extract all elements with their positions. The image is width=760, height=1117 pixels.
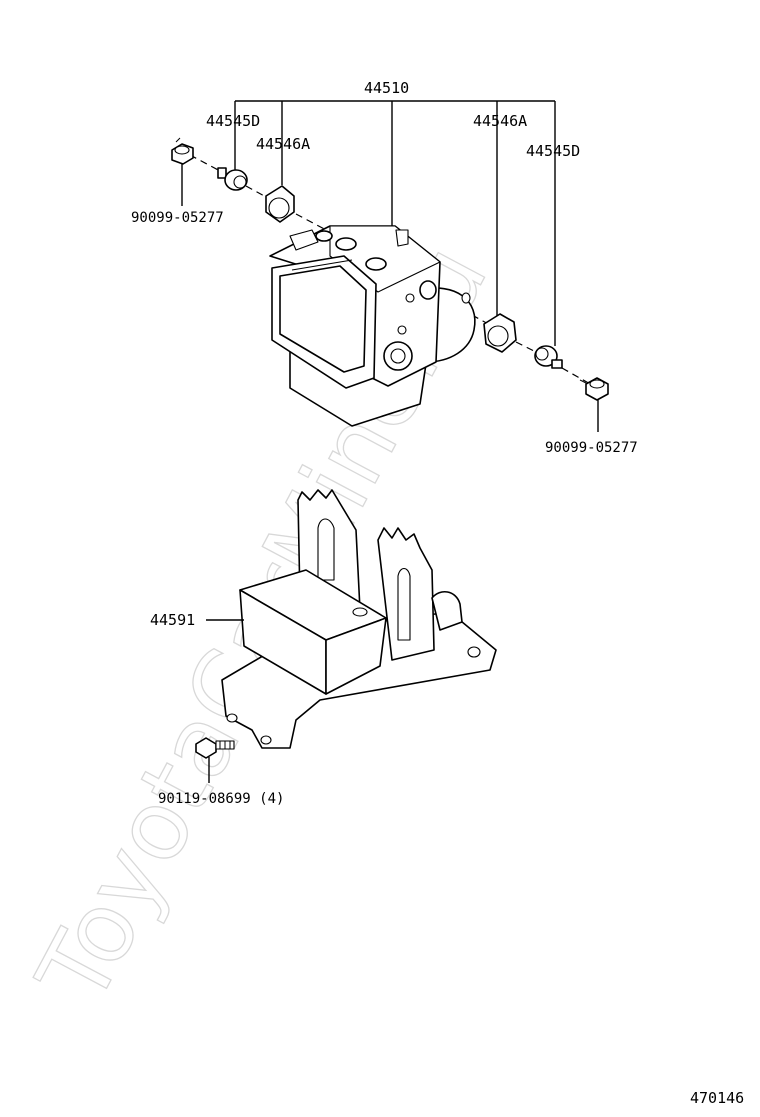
- label-44545d-left: 44545D: [206, 112, 260, 130]
- actuator-bracket: [221, 489, 497, 749]
- label-44546a-right: 44546A: [473, 112, 527, 130]
- assembly-axis-lines: [189, 154, 593, 386]
- label-44591: 44591: [150, 611, 195, 629]
- label-44545d-right: 44545D: [526, 142, 580, 160]
- label-90099-05277-left: 90099-05277: [131, 210, 224, 226]
- flange-bolt-right: [579, 377, 609, 401]
- flange-bolt-left: [171, 137, 194, 165]
- abs-actuator: [269, 225, 476, 427]
- label-44546a-left: 44546A: [256, 135, 310, 153]
- bushing-left: [217, 167, 248, 191]
- label-90119-08699: 90119-08699 (4): [158, 791, 284, 807]
- spacer-left: [265, 185, 295, 223]
- callout-tree-bottom: [206, 619, 244, 783]
- bushing-right: [534, 345, 563, 369]
- spacer-right: [483, 313, 517, 353]
- bracket-bolt: [195, 737, 235, 759]
- label-90099-05277-right: 90099-05277: [545, 440, 638, 456]
- label-44510: 44510: [364, 79, 409, 97]
- callout-tree-top: [181, 100, 599, 432]
- diagram-id: 470146: [690, 1089, 744, 1107]
